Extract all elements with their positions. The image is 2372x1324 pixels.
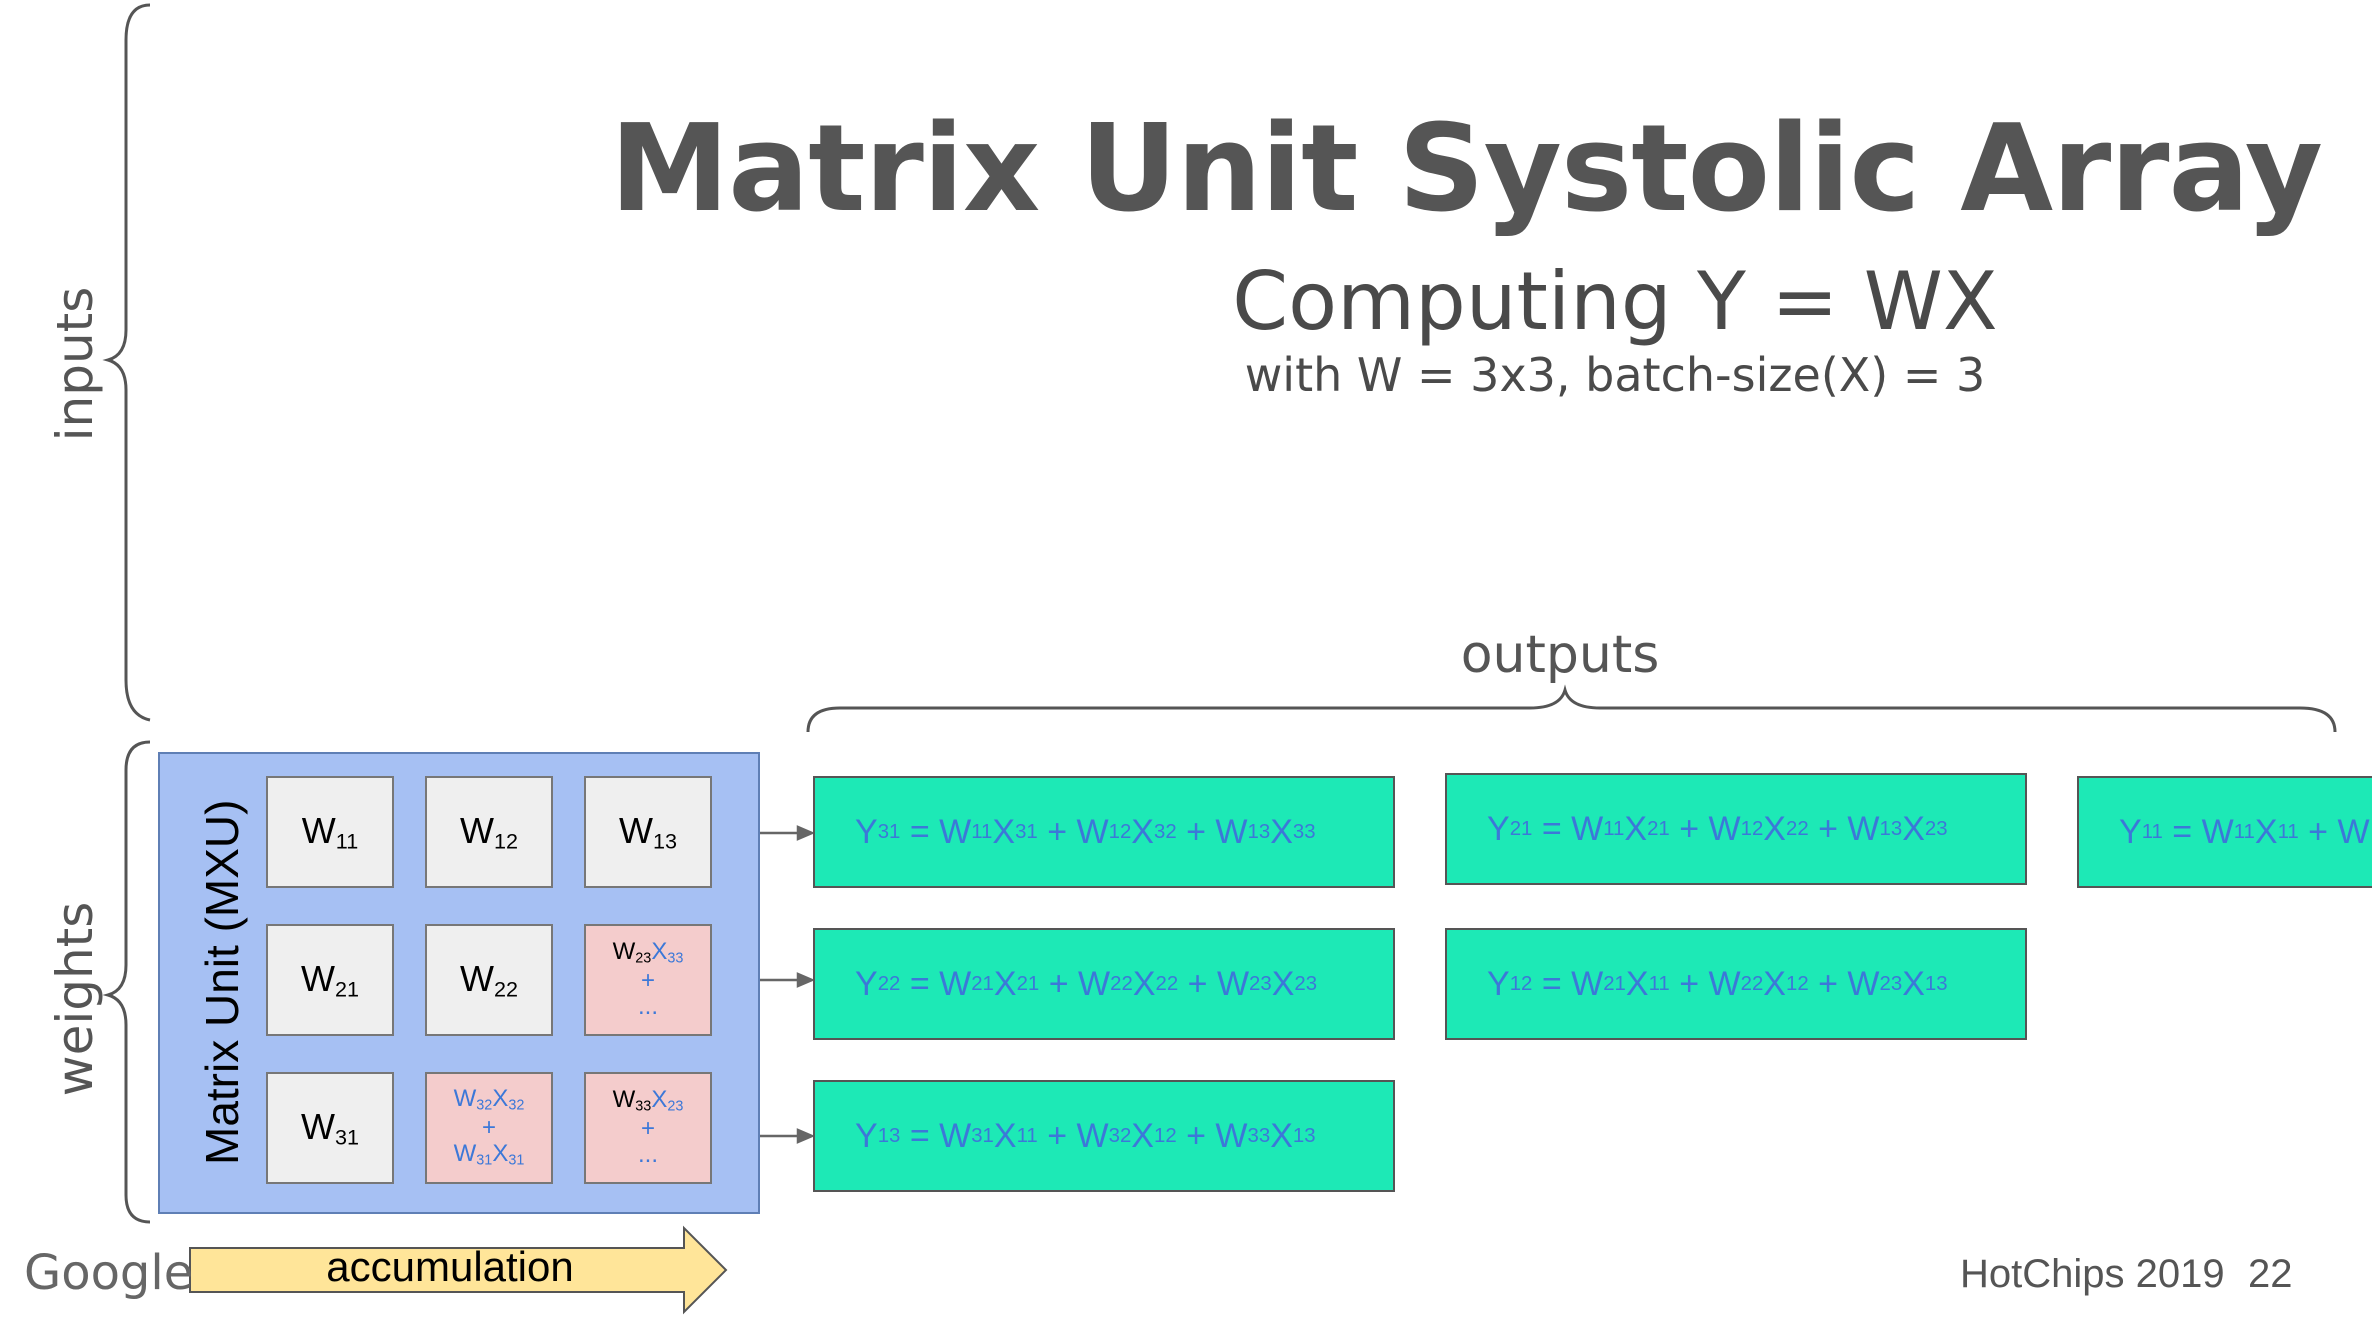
cell-w12: W12 bbox=[425, 776, 553, 888]
weights-brace bbox=[102, 740, 151, 1224]
cell-w31: W31 bbox=[266, 1072, 394, 1184]
outputs-brace bbox=[806, 684, 2337, 733]
cell-w11: W11 bbox=[266, 776, 394, 888]
cell-w33-accum: W33X23 + ... bbox=[584, 1072, 712, 1184]
accumulation-arrow bbox=[189, 1225, 728, 1315]
inputs-label: inputs bbox=[46, 286, 104, 442]
slide-title: Matrix Unit Systolic Array bbox=[609, 100, 2323, 239]
outputs-label: outputs bbox=[1460, 625, 1660, 685]
slide-subtitle: Computing Y = WX bbox=[1232, 255, 1998, 348]
cell-w32-accum: W32X32 + W31X31 bbox=[425, 1072, 553, 1184]
cell-w13: W13 bbox=[584, 776, 712, 888]
event-label: HotChips 2019 bbox=[1960, 1252, 2225, 1296]
google-logo: Google bbox=[24, 1245, 194, 1301]
slide-subsubtitle: with W = 3x3, batch-size(X) = 3 bbox=[1244, 348, 1986, 402]
weights-label: weights bbox=[46, 901, 104, 1097]
cell-w22: W22 bbox=[425, 924, 553, 1036]
inputs-brace bbox=[102, 3, 151, 722]
cell-w21: W21 bbox=[266, 924, 394, 1036]
mxu-label: Matrix Unit (MXU) bbox=[196, 799, 248, 1165]
accumulation-label: accumulation bbox=[326, 1243, 574, 1290]
page-number: 22 bbox=[2248, 1252, 2293, 1296]
cell-w23-accum: W23X33 + ... bbox=[584, 924, 712, 1036]
